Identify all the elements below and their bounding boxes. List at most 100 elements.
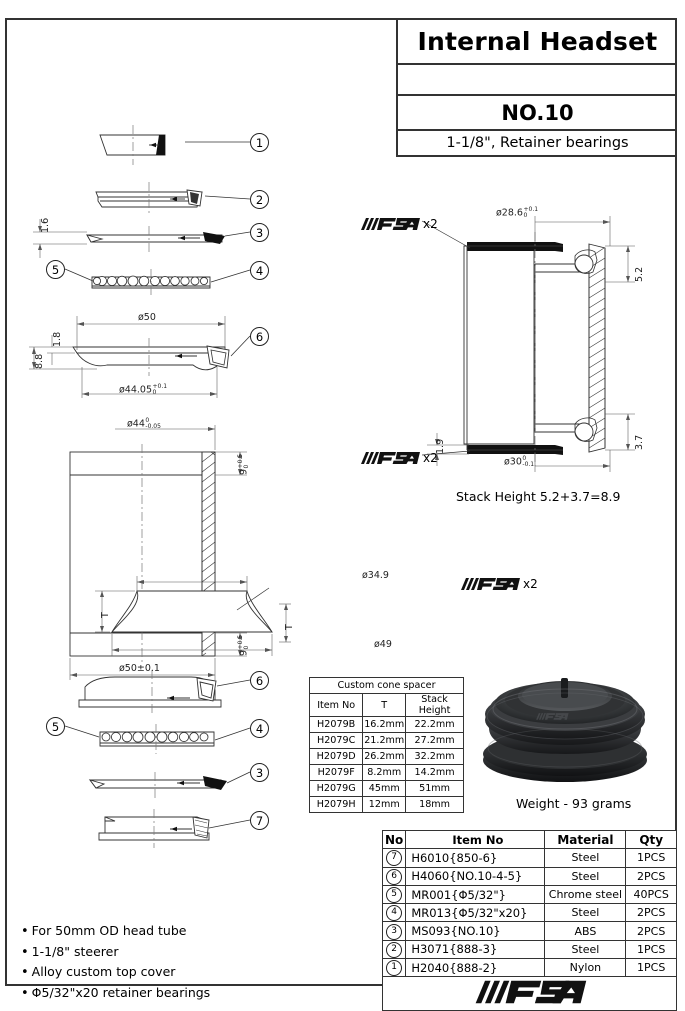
callout-2[interactable]: 2	[250, 190, 269, 209]
dim-d50-pm: ø50±0.1	[119, 663, 160, 674]
list-item: •For 50mm OD head tube	[21, 921, 210, 942]
parts-material: Chrome steel	[544, 884, 627, 905]
parts-callout-bubble: 4	[386, 905, 403, 922]
dim-9-lower-tol-lower: 0	[243, 645, 250, 650]
table-row: H2079C 21.2mm 27.2mm	[308, 732, 464, 749]
parts-no-cell: 7	[381, 848, 407, 868]
feature-bullet-list: •For 50mm OD head tube •1-1/8" steerer •…	[21, 921, 210, 1003]
cone-table-header-row: Item No T Stack Height	[308, 693, 464, 717]
dim-3-7: 3.7	[634, 434, 645, 450]
cone-stack-height: 18mm	[405, 796, 464, 813]
parts-material: ABS	[544, 921, 627, 941]
cone-t: 26.2mm	[362, 748, 407, 765]
callout-6[interactable]: 6	[250, 327, 269, 346]
table-row: 6 H4060{NO.10-4-5} Steel 2PCS	[381, 866, 677, 886]
model-number: NO.10	[398, 96, 677, 131]
fsa-logo-cone: x2	[459, 576, 538, 592]
fsa-logo-icon	[361, 218, 420, 230]
dim-9-lower-value: 9	[238, 649, 250, 656]
parts-item-no: H6010{850-6}	[405, 848, 546, 868]
dim-d44-05-tol-upper: +0.1	[152, 383, 168, 390]
bullet-dot-icon: •	[21, 924, 29, 939]
cone-item-no: H2079H	[308, 796, 364, 813]
dim-d30-tol-lower: -0.1	[522, 461, 535, 468]
cone-item-no: H2079G	[308, 780, 364, 797]
callout-7[interactable]: 7	[250, 811, 269, 830]
table-row: H2079G 45mm 51mm	[308, 780, 464, 797]
dim-d28-6-value: ø28.6	[496, 207, 523, 219]
product-photo	[473, 662, 658, 787]
dim-9-upper-value: 9	[238, 468, 250, 475]
parts-item-no: MR001{Φ5/32"}	[405, 884, 546, 905]
parts-callout-bubble: 7	[386, 850, 403, 867]
callout-1[interactable]: 1	[250, 133, 269, 152]
parts-callout-bubble: 2	[386, 941, 403, 958]
callout-3[interactable]: 3	[250, 223, 269, 242]
parts-item-no: H3071{888-3}	[405, 939, 546, 960]
cone-t: 8.2mm	[362, 764, 407, 781]
cone-stack-height: 14.2mm	[405, 764, 464, 781]
callout-3-lower[interactable]: 3	[250, 763, 269, 782]
cone-t: 45mm	[362, 780, 407, 797]
fsa-logo-icon	[475, 981, 586, 1004]
bullet-text: 1-1/8" steerer	[31, 943, 119, 959]
dim-d28-6-tol-upper: +0.1	[523, 206, 539, 213]
cone-header-item-no: Item No	[308, 693, 364, 717]
parts-no-cell: 3	[381, 921, 407, 941]
parts-callout-bubble: 3	[386, 923, 403, 940]
callout-5[interactable]: 5	[46, 260, 65, 279]
parts-material: Nylon	[544, 958, 627, 978]
list-item: •1-1/8" steerer	[21, 942, 210, 963]
bullet-text: Alloy custom top cover	[31, 964, 176, 979]
parts-header-material: Material	[544, 829, 627, 850]
parts-logo-row	[382, 976, 677, 1011]
parts-no-cell: 2	[381, 939, 407, 960]
parts-qty: 2PCS	[625, 903, 677, 923]
parts-qty: 2PCS	[625, 866, 677, 886]
dim-d44-05-value: ø44.05	[119, 384, 153, 396]
parts-header-no: No	[381, 829, 407, 850]
list-item: •Φ5/32"x20 retainer bearings	[21, 983, 210, 1004]
cone-table-caption-row: Custom cone spacer	[309, 677, 464, 694]
dim-t-cone: T	[100, 612, 111, 618]
drawing-sheet: Internal Headset NO.10 1-1/8", Retainer …	[5, 18, 677, 1011]
bullet-dot-icon: •	[21, 944, 29, 960]
parts-qty: 40PCS	[625, 884, 677, 905]
dim-d44-value: ø44	[127, 418, 145, 430]
dim-t-tube: T	[284, 624, 295, 630]
cone-stack-height: 51mm	[405, 780, 464, 797]
parts-callout-bubble: 5	[386, 887, 403, 904]
title-block-blank-row	[398, 65, 677, 96]
dim-d50: ø50	[138, 312, 156, 323]
fsa-multiplier-top: x2	[423, 217, 438, 231]
parts-header-qty: Qty	[625, 829, 677, 850]
cone-header-t: T	[362, 693, 407, 717]
dim-d49: ø49	[374, 639, 392, 650]
cone-item-no: H2079D	[308, 748, 364, 765]
cone-stack-height: 32.2mm	[405, 748, 464, 765]
fsa-logo-icon	[361, 452, 420, 464]
callout-4-lower[interactable]: 4	[250, 719, 269, 738]
cone-item-no: H2079F	[308, 764, 364, 781]
dim-1-8: 1.8	[52, 331, 63, 347]
table-row: H2079D 26.2mm 32.2mm	[308, 748, 464, 765]
parts-callout-bubble: 6	[386, 868, 403, 885]
parts-item-no: MS093{NO.10}	[405, 921, 546, 941]
table-row: H2079F 8.2mm 14.2mm	[308, 764, 464, 781]
callout-6-lower[interactable]: 6	[250, 671, 269, 690]
dim-9-upper-tol-lower: 0	[243, 464, 250, 469]
dim-d34-9: ø34.9	[362, 570, 389, 581]
callout-4[interactable]: 4	[250, 261, 269, 280]
parts-qty: 1PCS	[625, 939, 677, 960]
model-spec: 1-1/8", Retainer bearings	[398, 131, 677, 157]
cone-stack-height: 22.2mm	[405, 716, 464, 733]
parts-no-cell: 1	[381, 958, 407, 978]
parts-material: Steel	[544, 848, 627, 868]
dim-d44-tol-lower: -0.05	[145, 423, 161, 430]
parts-material: Steel	[544, 866, 627, 886]
callout-5-lower[interactable]: 5	[46, 717, 65, 736]
